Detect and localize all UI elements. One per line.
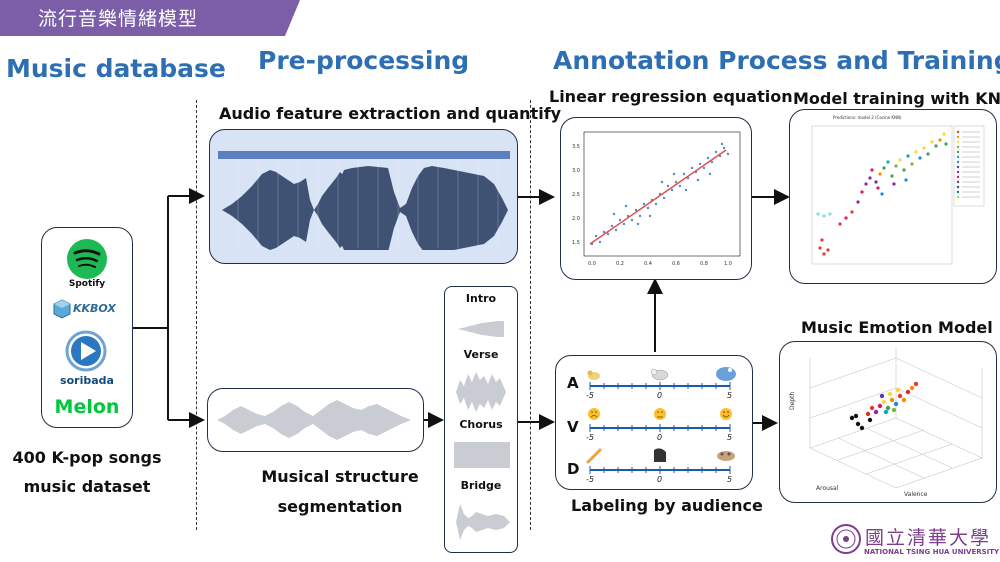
segment-label-intro: Intro [465,292,497,305]
dataset-caption-line-1: 400 K-pop songs [12,448,162,467]
section-title-annotation: Annotation Process and Training [553,46,1000,75]
svg-text:0.4: 0.4 [644,261,652,267]
scale-a-mid: 0 [657,391,662,400]
university-name-zh: 國立清華大學 [865,527,992,549]
rating-scales: -5 0 5 -5 0 5 -5 0 5 [586,367,736,484]
svg-text:0.6: 0.6 [672,261,680,267]
separator-right [530,100,531,530]
segment-wave-bridge [456,504,510,540]
svg-text:3.5: 3.5 [572,144,580,150]
svg-text:0.8: 0.8 [700,261,708,267]
audio-feature-title: Audio feature extraction and quantify [219,104,562,123]
structure-caption-line-2: segmentation [277,497,403,516]
scale-v-max: 5 [727,433,732,442]
kkbox-logo-icon [53,299,71,319]
audio-waveform-graphic [218,151,510,250]
soribada-logo-icon [65,330,107,372]
emotion-model-title: Music Emotion Model [801,318,993,337]
segment-wave-chorus [454,442,510,468]
excited-animal-icon [716,367,736,381]
segment-wave-intro [458,321,504,337]
sleepy-animal-icon [587,370,600,380]
melon-label: Melon [54,396,120,418]
emotion-model-box [779,341,997,503]
scale-letter-d: D [567,460,580,478]
regression-title: Linear regression equation [549,87,793,106]
segment-label-chorus: Chorus [459,418,503,431]
emotion-axis-valence: Valence [904,491,928,498]
page-title: 流行音樂情緒模型 [38,8,199,30]
dataset-caption-line-2: music dataset [23,477,151,496]
svg-text:3.0: 3.0 [572,168,580,174]
happy-face-icon [720,408,732,420]
spotify-logo-icon [67,239,107,279]
emotion-axis-depth: Depth [789,392,796,410]
orchestra-icon [717,451,735,461]
section-title-music-database: Music database [6,54,226,83]
emotion-axis-arousal: Arousal [816,485,839,492]
sad-face-icon [588,408,600,420]
segment-label-verse: Verse [463,348,499,361]
scale-d-max: 5 [727,475,732,484]
structure-waveform-graphic [217,400,411,440]
svg-text:0.0: 0.0 [588,261,596,267]
structure-caption-line-1: Musical structure [261,467,419,486]
calm-animal-icon [650,368,669,381]
regression-plot: 3.5 3.0 2.5 2.0 1.5 0.0 0.2 0.4 0.6 0.8 1.0 [572,131,741,267]
svg-text:1.0: 1.0 [724,261,732,267]
kkbox-label: KKBOX [73,302,116,315]
scale-d-min: -5 [586,475,594,484]
svg-text:1.5: 1.5 [572,240,580,246]
svg-text:2.0: 2.0 [572,216,580,222]
scale-a-min: -5 [586,391,594,400]
neutral-face-icon [654,408,666,420]
segment-label-bridge: Bridge [460,479,502,492]
university-seal-icon [831,524,861,554]
knn-title: Model training with KNN [793,89,1000,108]
header-banner [0,0,300,36]
scale-letter-v: V [567,418,579,436]
scale-letter-a: A [567,374,579,392]
university-name-en: NATIONAL TSING HUA UNIVERSITY [864,548,1000,556]
knn-plot-title: Predictions: model 2 (Cosine KNN) [833,115,902,120]
separator-left [196,100,197,530]
scale-v-mid: 0 [657,433,662,442]
section-title-pre-processing: Pre-processing [258,46,470,75]
scale-d-mid: 0 [657,475,662,484]
svg-text:2.5: 2.5 [572,192,580,198]
pencil-icon [586,448,602,464]
labeling-title: Labeling by audience [571,496,763,515]
piano-icon [654,448,666,462]
scale-a-max: 5 [727,391,732,400]
scale-v-min: -5 [586,433,594,442]
segment-wave-verse [456,372,506,412]
spotify-label: Spotify [68,279,106,289]
emotion-3d-plot: Depth Arousal Valence [789,348,983,498]
knn-scatter-plot [811,125,985,265]
soribada-label: soribada [60,374,114,387]
svg-text:0.2: 0.2 [616,261,624,267]
